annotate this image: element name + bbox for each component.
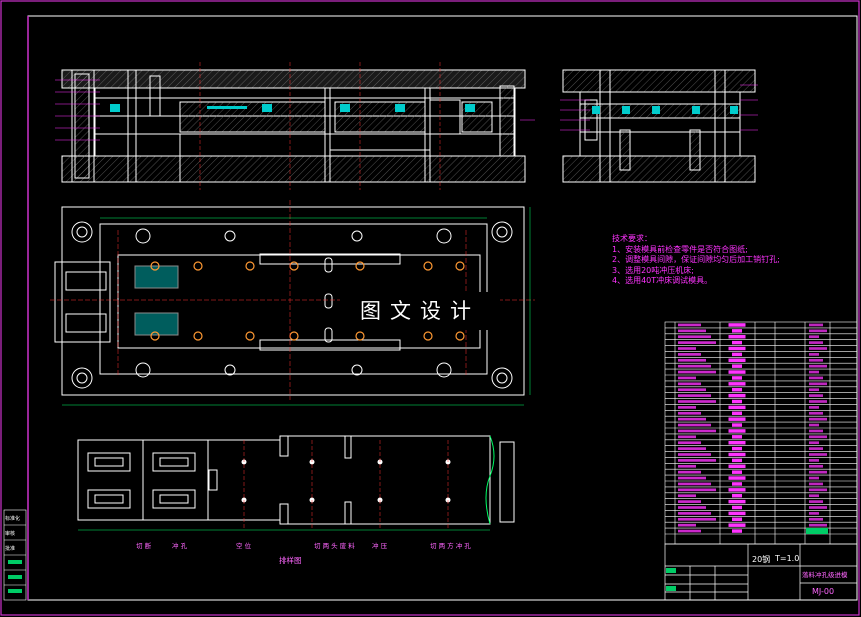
plan-view — [50, 200, 535, 406]
stage-label-3: 空 位 — [236, 542, 252, 550]
stage-label-1: 切 断 — [136, 542, 152, 550]
title-block — [664, 543, 858, 601]
drawing-number: MJ-00 — [812, 587, 835, 596]
part-name: 落料冲孔级进模 — [802, 571, 848, 579]
tech-item-1: 1、安装模具前检查零件是否符合图纸; — [612, 244, 748, 254]
stage-label-5: 冲 压 — [372, 542, 388, 550]
thickness-label: T=1.0 — [775, 554, 800, 563]
bom-table — [664, 321, 858, 545]
stage-label-4: 切 两 头 废 料 — [314, 542, 355, 550]
left-margin-block — [3, 509, 27, 601]
strip-layout-view — [77, 435, 515, 531]
margin-label-1: 标准化 — [5, 516, 21, 522]
tech-item-2: 2、调整模具间隙，保证间隙均匀后加工销钉孔; — [612, 255, 780, 265]
watermark: 图文设计 — [340, 292, 500, 330]
tech-item-3: 3、选用20吨冲压机床; — [612, 265, 694, 275]
margin-label-2: 审核 — [5, 531, 16, 537]
material-label: 20钢 — [752, 555, 771, 564]
strip-layout-caption: 排样图 — [279, 556, 302, 565]
stage-label-2: 冲 孔 — [172, 542, 188, 550]
main-section-view — [55, 62, 535, 190]
stage-label-6: 切 两 方 冲 孔 — [430, 542, 471, 550]
margin-label-3: 批准 — [5, 546, 16, 552]
tech-title: 技术要求： — [612, 234, 652, 243]
side-section-view — [560, 69, 758, 183]
technical-requirements: 技术要求： 1、安装模具前检查零件是否符合图纸; 2、调整模具间隙，保证间隙均匀… — [612, 234, 780, 287]
tech-item-4: 4、选用40T冲床调试模具。 — [612, 276, 713, 286]
